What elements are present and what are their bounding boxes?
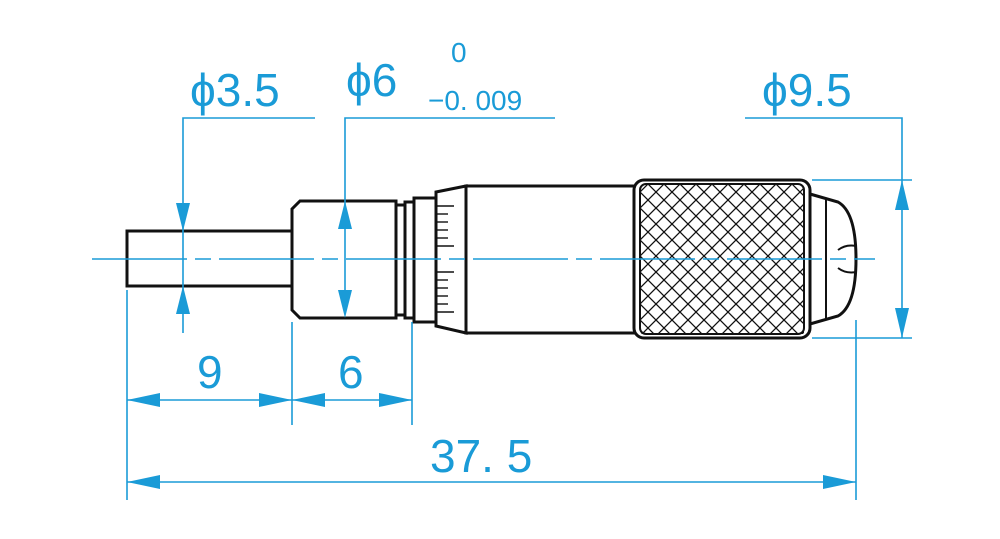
arrowheads: [127, 180, 909, 489]
overall-length-label: 37. 5: [430, 430, 532, 482]
sleeve: [290, 199, 398, 320]
spindle-length-label: 9: [197, 346, 223, 398]
dimension-lines: [126, 117, 912, 500]
collar-ring-3: [412, 196, 438, 324]
spindle-diameter-label: ϕ3.5: [190, 64, 280, 116]
thimble-diameter-label: ϕ9.5: [762, 64, 852, 116]
graduation-ticks: [436, 205, 454, 313]
sleeve-tolerance-upper: 0: [451, 37, 467, 68]
sleeve-diameter-label: ϕ6: [346, 54, 397, 106]
sleeve-tolerance-lower: −0. 009: [428, 85, 522, 116]
screw-slot: [837, 244, 857, 274]
sleeve-length-label: 6: [338, 346, 364, 398]
